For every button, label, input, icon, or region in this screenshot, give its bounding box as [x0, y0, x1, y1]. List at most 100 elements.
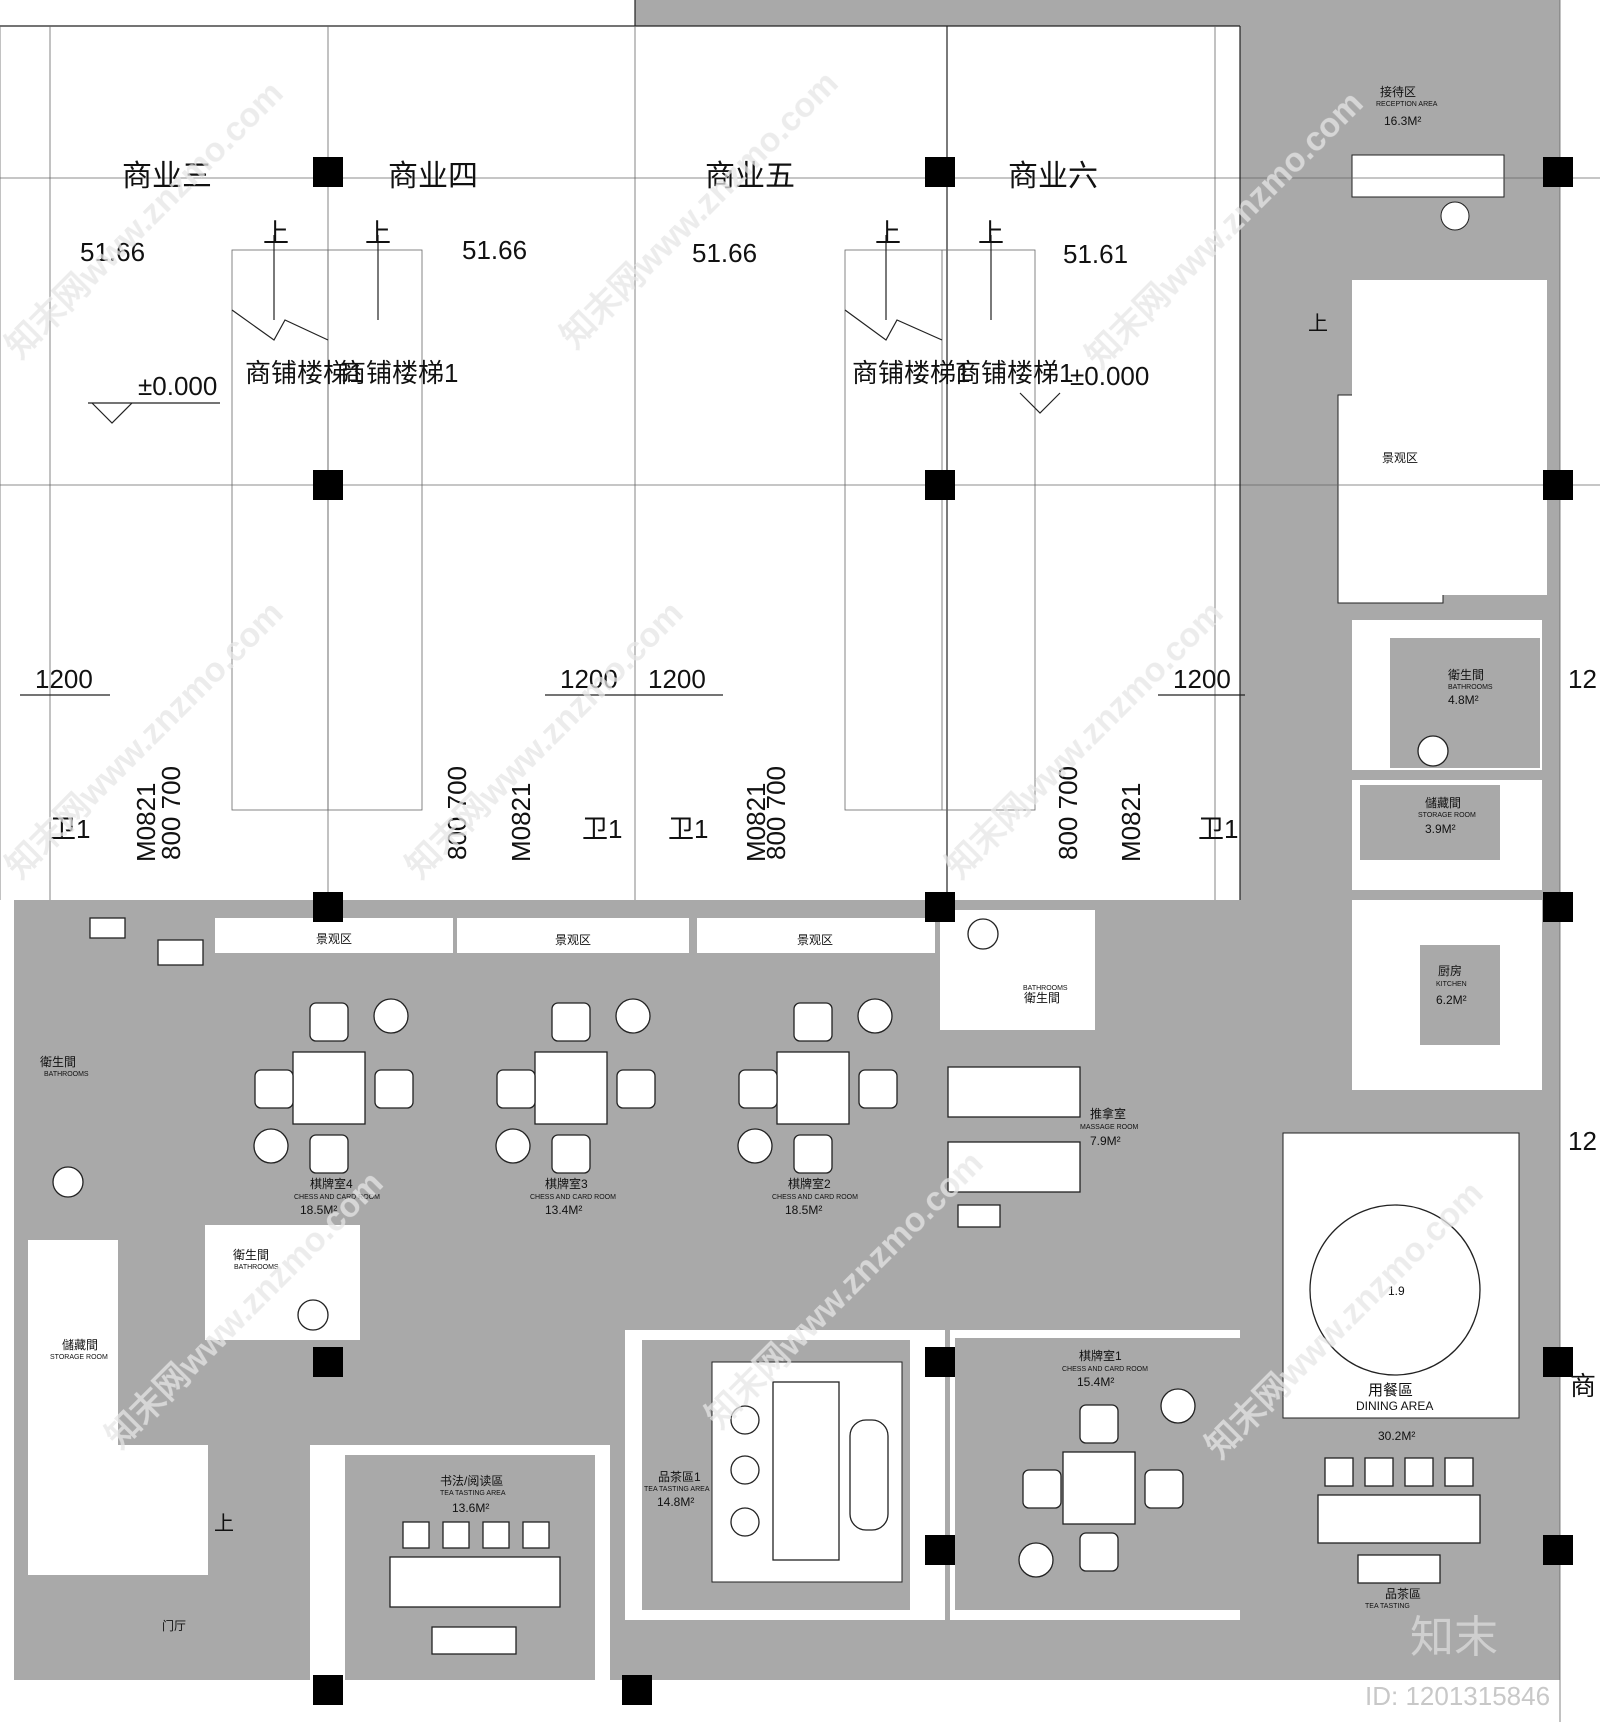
chess1-area: 15.4M²: [1077, 1375, 1114, 1389]
bath-right-area: 4.8M²: [1448, 693, 1479, 707]
shop-4-name: 商业四: [388, 160, 478, 193]
shop-5-name: 商业五: [705, 160, 795, 193]
shop-4-area: 51.66: [462, 235, 527, 265]
reception-cn: 接待区: [1380, 84, 1416, 99]
reception-stool: [1440, 201, 1470, 231]
stair-label-1: 商铺楼梯1: [245, 358, 363, 388]
shops-block: [0, 26, 1240, 906]
dining-table-label: 1.9: [1388, 1284, 1405, 1298]
chess3-en: CHESS AND CARD ROOM: [530, 1194, 616, 1201]
bath-fixtures: [52, 735, 1449, 1331]
reception-furniture: [1351, 154, 1505, 198]
stair-label-3: 商铺楼梯1: [852, 358, 970, 388]
storage-right-cn: 儲藏間: [1425, 796, 1461, 810]
up-label-4: 上: [978, 218, 1004, 248]
bath-mid-en: BATHROOMS: [1023, 985, 1068, 992]
bath-mid-room: [940, 910, 1095, 1030]
shop-edge-label: 商: [1570, 1371, 1596, 1401]
reception-en: RECEPTION AREA: [1376, 101, 1438, 108]
landscape-right-label: 景观区: [1382, 451, 1418, 465]
stair-right-white: [1352, 280, 1547, 595]
tea1-en: TEA TASTING AREA: [644, 1486, 710, 1493]
tea-right-cn: 品茶區: [1385, 1586, 1421, 1601]
bath-mid-cn: 衛生間: [1024, 991, 1060, 1005]
door-label-2: M0821: [506, 783, 536, 863]
tea-right-en: TEA TASTING: [1365, 1603, 1410, 1610]
dim-1200-1: 1200: [35, 664, 93, 694]
stair-left-lower: [28, 1445, 208, 1575]
bath-small-room: [205, 1225, 360, 1340]
dim-800-700-2: 800 700: [442, 766, 472, 860]
shop-5-area: 51.66: [692, 238, 757, 268]
storage-left-en: STORAGE ROOM: [50, 1354, 108, 1361]
level-mark-left: ±0.000: [138, 371, 217, 401]
kitchen-area: 6.2M²: [1436, 993, 1467, 1007]
chess3-area: 13.4M²: [545, 1203, 582, 1217]
up-label-1: 上: [263, 218, 289, 248]
stair-label-2: 商铺楼梯1: [340, 358, 458, 388]
bath-left-cn: 衛生間: [40, 1055, 76, 1069]
chess3-cn: 棋牌室3: [545, 1176, 588, 1191]
door-label-3: M0821: [741, 783, 771, 863]
calligraphy-en: TEA TASTING AREA: [440, 1490, 506, 1497]
right-edge-white: [1560, 0, 1600, 1722]
chess4-en: CHESS AND CARD ROOM: [294, 1194, 380, 1201]
stair-label-4: 商铺楼梯1: [955, 358, 1073, 388]
chess4-area: 18.5M²: [300, 1203, 337, 1217]
bath-right-en: BATHROOMS: [1448, 684, 1493, 691]
toilet-label-3: 卫1: [668, 814, 708, 844]
dim-800-700-3: 800 700: [761, 766, 791, 860]
hall-label: 门厅: [162, 1618, 186, 1633]
shop-3-name: 商业三: [122, 160, 212, 193]
door-label-4: M0821: [1116, 783, 1146, 863]
shop-6-name: 商业六: [1008, 160, 1098, 193]
landscape-1-label: 景观区: [316, 932, 352, 946]
shop-stairs: [231, 235, 1036, 811]
up-label-2: 上: [365, 218, 391, 248]
massage-area: 7.9M²: [1090, 1134, 1121, 1148]
level-triangle-right: [1019, 392, 1061, 414]
dining-en: DINING AREA: [1356, 1399, 1433, 1413]
kitchen-gray: [1420, 945, 1500, 1045]
chess1-cn: 棋牌室1: [1079, 1348, 1122, 1363]
level-triangle-left: [91, 402, 133, 424]
storage-right-area: 3.9M²: [1425, 822, 1456, 836]
calligraphy-furniture: [389, 1521, 561, 1655]
tea1-cn: 品茶區1: [658, 1469, 701, 1484]
dim-800-700-1: 800 700: [156, 766, 186, 860]
massage-beds: [947, 1066, 1081, 1228]
bath-right-cn: 衛生間: [1448, 668, 1484, 682]
kitchen-en: KITCHEN: [1436, 981, 1467, 988]
massage-cn: 推拿室: [1090, 1106, 1126, 1121]
landscape-strip-1: [215, 918, 453, 953]
dining-area: 30.2M²: [1378, 1429, 1415, 1443]
shop-3-area: 51.66: [80, 237, 145, 267]
dining-cn: 用餐區: [1368, 1382, 1413, 1399]
stair-left-white: [28, 1240, 118, 1460]
calligraphy-area: 13.6M²: [452, 1501, 489, 1515]
toilet-label-4: 卫1: [1198, 814, 1238, 844]
calligraphy-cn: 书法/阅读區: [440, 1474, 503, 1488]
tea-table: [730, 1381, 889, 1561]
chess1-en: CHESS AND CARD ROOM: [1062, 1366, 1148, 1373]
chess-furniture: [253, 998, 1196, 1578]
dim-1200-4: 1200: [1173, 664, 1231, 694]
dim-12-bottom: 12: [1568, 1126, 1597, 1156]
structural-columns: [313, 157, 1573, 1705]
chess2-en: CHESS AND CARD ROOM: [772, 1194, 858, 1201]
image-id: ID: 1201315846: [1365, 1681, 1550, 1711]
massage-room-frame: [940, 1030, 1140, 1230]
landscape-2-label: 景观区: [555, 933, 591, 947]
dining-table: [1309, 1204, 1481, 1584]
shop-6-area: 51.61: [1063, 239, 1128, 269]
landscape-3-label: 景观区: [797, 933, 833, 947]
door-label-1: M0821: [131, 783, 161, 863]
bath-left-en: BATHROOMS: [44, 1071, 89, 1078]
storage-right-gray: [1360, 785, 1500, 860]
brand-watermark: 知末: [1410, 1613, 1498, 1662]
kitchen-cn: 厨房: [1438, 963, 1462, 978]
bottom-edge-white: [0, 1680, 1560, 1722]
dim-1200-3: 1200: [648, 664, 706, 694]
